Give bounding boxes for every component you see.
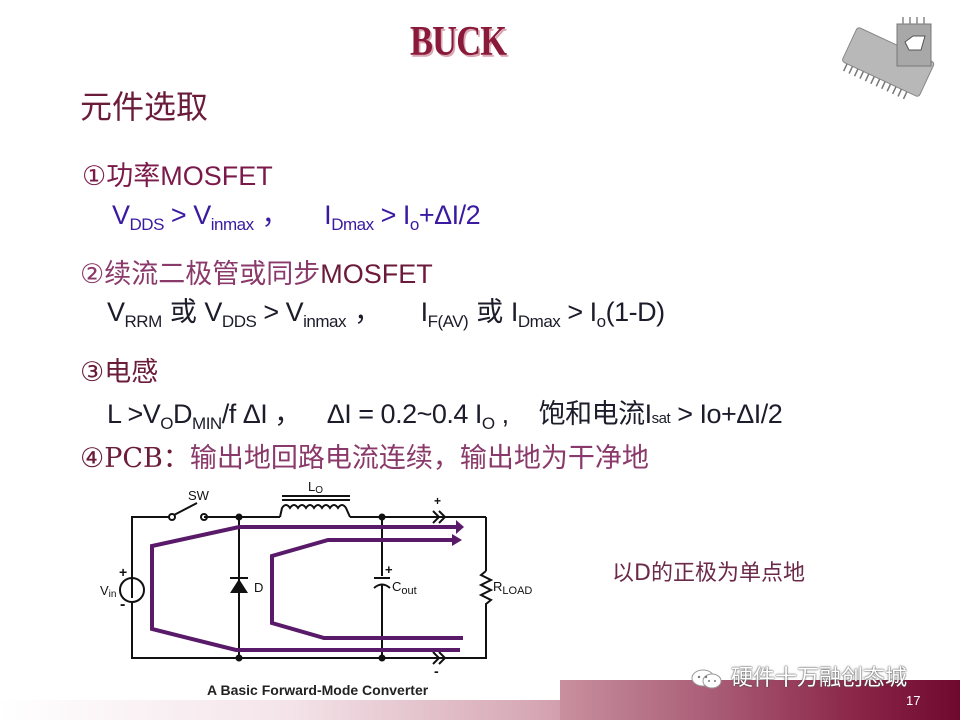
svg-text:RLOAD: RLOAD: [493, 579, 532, 597]
ground-note: 以D的正极为单点地: [612, 561, 805, 586]
svg-text:+: +: [434, 494, 441, 508]
svg-text:LO: LO: [308, 479, 323, 496]
item-4-line: ④PCB：输出地回路电流连续，输出地为干净地: [80, 436, 649, 475]
svg-text:Cout: Cout: [392, 579, 417, 597]
item-1-heading: ①功率MOSFET: [82, 154, 273, 193]
page-number: 17: [906, 693, 921, 708]
item-1-number: ①: [82, 161, 107, 192]
svg-text:-: -: [434, 663, 439, 678]
item-2-heading: ②续流二极管或同步MOSFET: [80, 252, 433, 291]
item-3-heading: ③电感: [80, 350, 158, 389]
svg-text:+: +: [119, 564, 127, 580]
item-4-text: 输出地回路电流连续，输出地为干净地: [189, 443, 649, 474]
item-2-heading-lat: MOSFET: [320, 259, 433, 289]
watermark-text: 硬件十万融创态城: [731, 666, 908, 691]
svg-text:-: -: [120, 596, 125, 613]
svg-text:Vin: Vin: [100, 583, 116, 600]
buck-circuit-diagram: SW LO Vin + - D + Cout RLOAD + -: [100, 479, 532, 678]
item-1-heading-cn: 功率: [106, 161, 161, 192]
section-subtitle: 元件选取: [80, 88, 209, 126]
item-4-heading: PCB：: [104, 443, 190, 474]
item-3-heading-cn: 电感: [104, 357, 159, 388]
item-4-number: ④: [80, 443, 105, 474]
sw-label: SW: [188, 488, 210, 503]
wechat-icon: [691, 669, 722, 689]
footer-accent-bar: [560, 680, 960, 720]
item-2-heading-cn: 续流二极管或同步: [104, 259, 321, 290]
circuit-caption: A Basic Forward-Mode Converter: [207, 682, 429, 698]
svg-text:+: +: [385, 562, 393, 577]
item-3-number: ③: [80, 357, 105, 388]
watermark: 硬件十万融创态城: [690, 660, 907, 692]
d-label: D: [254, 580, 263, 595]
item-2-number: ②: [80, 259, 105, 290]
item-2-formula: VRRM 或 VDDS > Vinmax ，IF(AV) 或 IDmax > I…: [107, 297, 665, 331]
item-1-heading-lat: MOSFET: [160, 161, 273, 191]
item-1-formula: VDDS > Vinmax ，IDmax > Io+ΔI/2: [112, 200, 481, 234]
slide-title: BUCK: [410, 19, 507, 65]
item-3-formula: L >VODMIN/f ΔI ，ΔI = 0.2~0.4 IO ,饱和电流Isa…: [107, 399, 783, 433]
chip-logo-icon: [842, 17, 935, 100]
